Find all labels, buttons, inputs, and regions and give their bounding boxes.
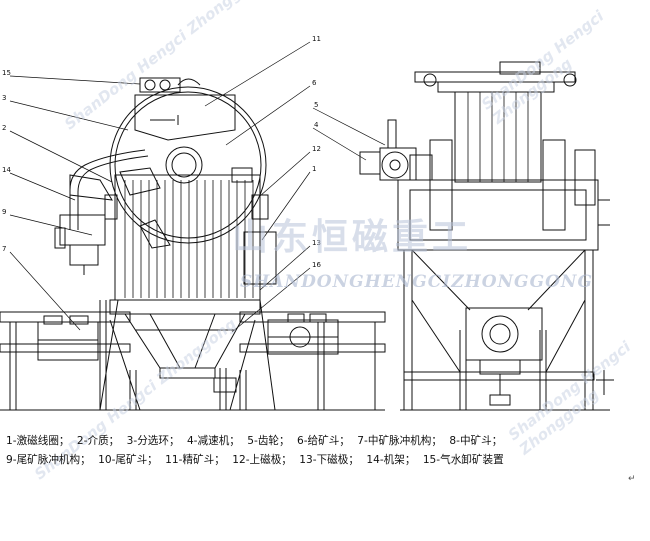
callout-11: 11: [312, 35, 321, 43]
callout-14: 14: [2, 166, 11, 174]
callout-7: 7: [2, 245, 6, 253]
legend-item: 3-分选环；: [126, 435, 180, 447]
callout-1: 1: [312, 165, 316, 173]
legend-row-2: 9-尾矿脉冲机构； 10-尾矿斗； 11-精矿斗； 12-上磁极； 13-下磁极…: [6, 451, 646, 470]
callout-15: 15: [2, 69, 11, 77]
legend-item: 8-中矿斗；: [449, 435, 503, 447]
legend-item: 11-精矿斗；: [165, 454, 225, 466]
callout-2: 2: [2, 124, 6, 132]
front-view: [0, 77, 386, 411]
legend-item: 4-减速机；: [186, 435, 240, 447]
legend-item: 15-气水卸矿装置: [422, 454, 504, 466]
legend-item: 1-激磁线圈；: [6, 435, 70, 447]
legend-item: 10-尾矿斗；: [98, 454, 158, 466]
legend-item: 9-尾矿脉冲机构；: [6, 454, 91, 466]
callout-9: 9: [2, 208, 6, 216]
machine-drawing: 15 3 2 14 9 7 11 6 12 1 13 16 5 4: [0, 35, 614, 411]
legend-item: 13-下磁极；: [299, 454, 359, 466]
legend-item: 6-给矿斗；: [296, 435, 350, 447]
callout-6: 6: [312, 79, 317, 87]
legend-item: 7-中矿脉冲机构；: [357, 435, 442, 447]
callout-5: 5: [314, 101, 318, 109]
legend-item: 5-齿轮；: [247, 435, 290, 447]
parts-legend: 1-激磁线圈； 2-介质； 3-分选环； 4-减速机； 5-齿轮； 6-给矿斗；…: [6, 432, 646, 470]
callout-13: 13: [312, 239, 321, 247]
callout-16: 16: [312, 261, 321, 269]
legend-row-1: 1-激磁线圈； 2-介质； 3-分选环； 4-减速机； 5-齿轮； 6-给矿斗；…: [6, 432, 646, 451]
legend-item: 14-机架；: [366, 454, 416, 466]
callout-4: 4: [314, 121, 319, 129]
callout-3: 3: [2, 94, 6, 102]
leader-lines: [9, 41, 386, 333]
legend-item: 12-上磁极；: [232, 454, 292, 466]
callout-12: 12: [312, 145, 321, 153]
legend-item: 2-介质；: [76, 435, 120, 447]
side-view: [359, 61, 614, 411]
paragraph-mark: ↵: [628, 474, 636, 484]
